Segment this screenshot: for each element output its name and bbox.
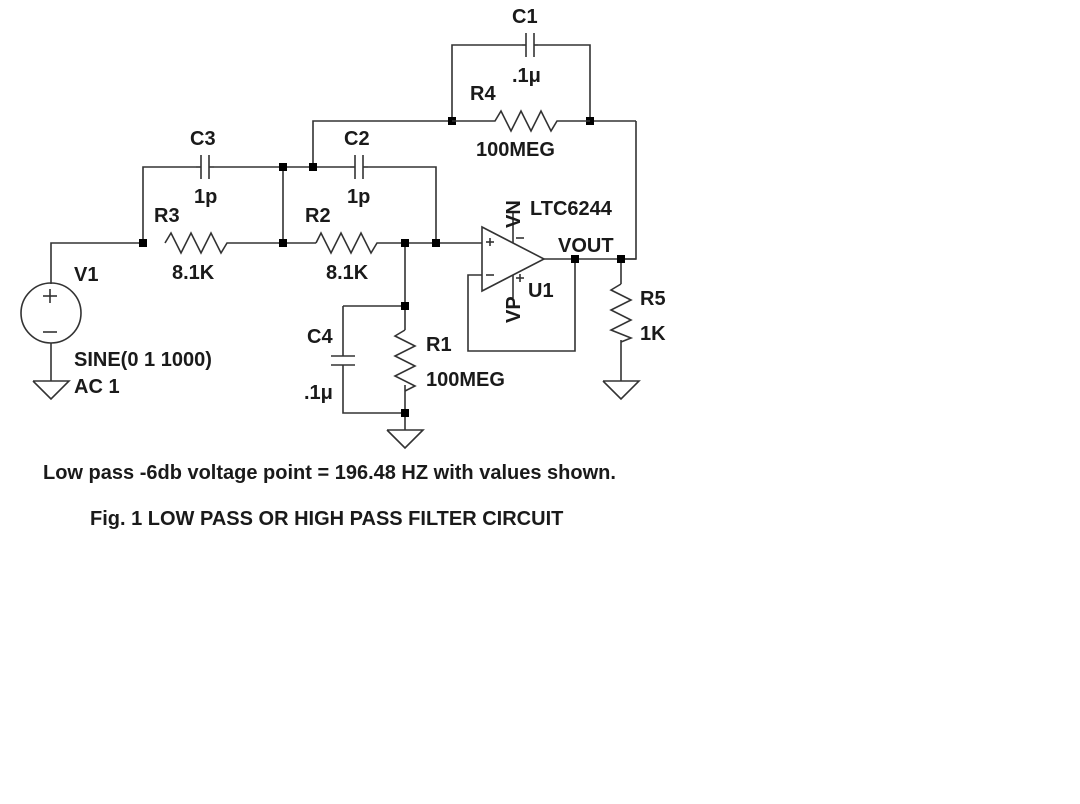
r4-resistor-symbol [452, 109, 590, 133]
r4-ref: R4 [470, 83, 496, 105]
r3-resistor-symbol [164, 231, 237, 255]
v1-source-symbol [20, 282, 82, 344]
r1-value: 100MEG [426, 369, 505, 391]
c1-capacitor-symbol [522, 33, 538, 57]
figure-caption: Fig. 1 LOW PASS OR HIGH PASS FILTER CIRC… [90, 508, 564, 530]
r2-resistor-symbol [315, 231, 387, 255]
c4-ref: C4 [307, 326, 333, 348]
u1-pin-vn: VN [503, 200, 525, 228]
v1-value-line2: AC 1 [74, 376, 120, 398]
component-labels: C1 .1μ R4 100MEG C3 1p R3 8.1K C2 1p R2 … [74, 6, 666, 404]
c4-capacitor-symbol [331, 355, 355, 366]
v1-ref: V1 [74, 264, 98, 286]
opamp-symbol [481, 213, 546, 298]
r1-resistor-symbol [393, 329, 417, 392]
r4-value: 100MEG [476, 139, 555, 161]
r1-ref: R1 [426, 334, 452, 356]
result-note: Low pass -6db voltage point = 196.48 HZ … [43, 462, 616, 484]
c2-capacitor-symbol [350, 155, 368, 179]
c3-capacitor-symbol [196, 155, 214, 179]
ground-icon [602, 380, 641, 401]
r3-value: 8.1K [172, 262, 215, 284]
c1-value: .1μ [512, 65, 541, 87]
u1-model: LTC6244 [530, 198, 613, 220]
c3-value: 1p [194, 186, 217, 208]
r3-ref: R3 [154, 205, 180, 227]
c4-value: .1μ [304, 382, 333, 404]
r2-value: 8.1K [326, 262, 369, 284]
vout-net-label: VOUT [558, 235, 614, 257]
c2-ref: C2 [344, 128, 370, 150]
r5-ref: R5 [640, 288, 666, 310]
r5-value: 1K [640, 323, 666, 345]
u1-pin-vp: VP [503, 296, 525, 323]
c3-ref: C3 [190, 128, 216, 150]
ground-icon [32, 380, 71, 401]
ground-icon [386, 429, 425, 450]
u1-ref: U1 [528, 280, 554, 302]
c1-ref: C1 [512, 6, 538, 28]
c2-value: 1p [347, 186, 370, 208]
r2-ref: R2 [305, 205, 331, 227]
v1-value-line1: SINE(0 1 1000) [74, 349, 212, 371]
r5-resistor-symbol [609, 283, 634, 343]
